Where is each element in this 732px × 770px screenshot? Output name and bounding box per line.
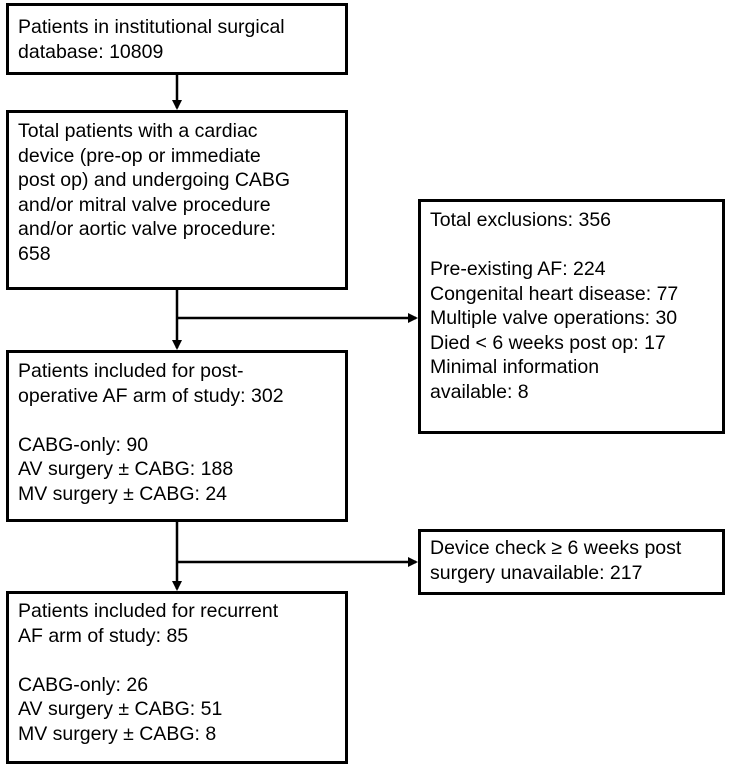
exclusion-item: Pre-existing AF: 224 — [430, 258, 606, 280]
postop-af-box: Patients included for post- operative AF… — [6, 350, 348, 522]
exclusion-item: Multiple valve operations: 30 — [430, 307, 678, 329]
breakdown-item: AV surgery ± CABG: 51 — [18, 698, 223, 720]
breakdown-item: CABG-only: 90 — [18, 433, 149, 456]
box-text-line: post op) and undergoing CABG — [18, 169, 291, 191]
exclusions-title: Total exclusions: 356 — [430, 209, 612, 231]
box-text-line: and/or mitral valve procedure — [18, 193, 271, 216]
box-text-line: AF arm of study: 85 — [18, 624, 189, 647]
box-text-line: database: 10809 — [18, 40, 164, 63]
recurrent-af-box: Patients included for recurrent AF arm o… — [6, 591, 348, 764]
box-text-line: Total patients with a cardiac — [18, 120, 258, 142]
exclusion-item: available: 8 — [430, 380, 529, 403]
exclusions-box: Total exclusions: 356 Pre-existing AF: 2… — [418, 199, 725, 434]
database-box: Patients in institutional surgical datab… — [6, 3, 348, 75]
cardiac-device-box: Total patients with a cardiac device (pr… — [6, 110, 348, 290]
breakdown-item: MV surgery ± CABG: 24 — [18, 482, 228, 505]
box-text-line: operative AF arm of study: 302 — [18, 384, 284, 407]
box-text-line: Patients in institutional surgical — [18, 16, 285, 38]
exclusion-item: Died < 6 weeks post op: 17 — [430, 331, 666, 354]
exclusion-item: Congenital heart disease: 77 — [430, 282, 679, 305]
box-text-line: surgery unavailable: 217 — [430, 561, 643, 584]
box-text-line: device (pre-op or immediate — [18, 144, 261, 167]
box-text-line: 658 — [18, 242, 51, 265]
box-text-line: Device check ≥ 6 weeks post — [430, 537, 682, 559]
breakdown-item: MV surgery ± CABG: 8 — [18, 722, 217, 745]
breakdown-item: CABG-only: 26 — [18, 673, 149, 696]
breakdown-item: AV surgery ± CABG: 188 — [18, 458, 234, 480]
box-text-line: and/or aortic valve procedure: — [18, 218, 276, 240]
box-text-line: Patients included for recurrent — [18, 600, 279, 622]
device-check-box: Device check ≥ 6 weeks post surgery unav… — [418, 529, 725, 595]
exclusion-item: Minimal information — [430, 356, 600, 378]
box-text-line: Patients included for post- — [18, 360, 244, 382]
